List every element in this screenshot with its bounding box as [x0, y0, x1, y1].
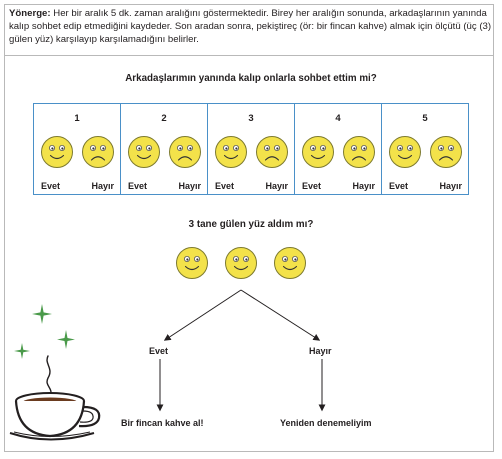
- smiley-face-icon[interactable]: [214, 135, 248, 169]
- sad-face-icon[interactable]: [81, 135, 115, 169]
- instruction-divider: [4, 55, 494, 56]
- sad-face-icon[interactable]: [168, 135, 202, 169]
- smiley-face-icon[interactable]: [40, 135, 74, 169]
- smiley-face-icon: [176, 247, 208, 279]
- instruction-text: Her bir aralık 5 dk. zaman aralığını gös…: [9, 8, 492, 45]
- outcome-yes: Bir fincan kahve al!: [121, 418, 204, 428]
- smiley-face-icon[interactable]: [388, 135, 422, 169]
- sparkle-icon: [14, 304, 75, 359]
- interval-no-label: Hayır: [91, 181, 114, 191]
- interval-number: 1: [74, 113, 80, 124]
- interval-yes-label: Evet: [302, 181, 322, 191]
- interval-yes-label: Evet: [128, 181, 148, 191]
- interval-number: 5: [422, 113, 428, 124]
- instruction: Yönerge: Her bir aralık 5 dk. zaman aral…: [9, 7, 493, 46]
- interval-number: 2: [161, 113, 167, 124]
- interval-5: 5 Evet Hayır: [382, 104, 468, 194]
- question-talked-with-friends: Arkadaşlarımın yanında kalıp onlarla soh…: [125, 73, 377, 84]
- sad-face-icon[interactable]: [342, 135, 376, 169]
- interval-no-label: Hayır: [178, 181, 201, 191]
- instruction-frame: Yönerge: Her bir aralık 5 dk. zaman aral…: [4, 4, 494, 452]
- interval-1: 1 Evet Hayır: [34, 104, 121, 194]
- outcome-no: Yeniden denemeliyim: [280, 418, 372, 428]
- interval-yes-label: Evet: [215, 181, 235, 191]
- interval-yes-label: Evet: [41, 181, 61, 191]
- interval-no-label: Hayır: [439, 181, 462, 191]
- interval-number: 3: [248, 113, 254, 124]
- interval-2: 2 Evet Hayır: [121, 104, 208, 194]
- smiley-face-icon[interactable]: [127, 135, 161, 169]
- smiley-face-icon: [225, 247, 257, 279]
- interval-4: 4 Evet Hayır: [295, 104, 382, 194]
- interval-no-label: Hayır: [265, 181, 288, 191]
- coffee-cup-icon: [9, 304, 101, 441]
- interval-3: 3 Evet Hayır: [208, 104, 295, 194]
- smiley-face-icon: [274, 247, 306, 279]
- decision-no-label: Hayır: [309, 346, 332, 356]
- sad-face-icon[interactable]: [255, 135, 289, 169]
- interval-no-label: Hayır: [352, 181, 375, 191]
- interval-yes-label: Evet: [389, 181, 409, 191]
- question-three-smiles: 3 tane gülen yüz aldım mı?: [188, 219, 314, 230]
- interval-grid: 1 Evet Hayır 2 Evet Ha: [33, 103, 469, 195]
- instruction-label: Yönerge:: [9, 8, 51, 19]
- sad-face-icon[interactable]: [429, 135, 463, 169]
- smiley-face-icon[interactable]: [301, 135, 335, 169]
- interval-number: 4: [335, 113, 341, 124]
- decision-yes-label: Evet: [149, 346, 169, 356]
